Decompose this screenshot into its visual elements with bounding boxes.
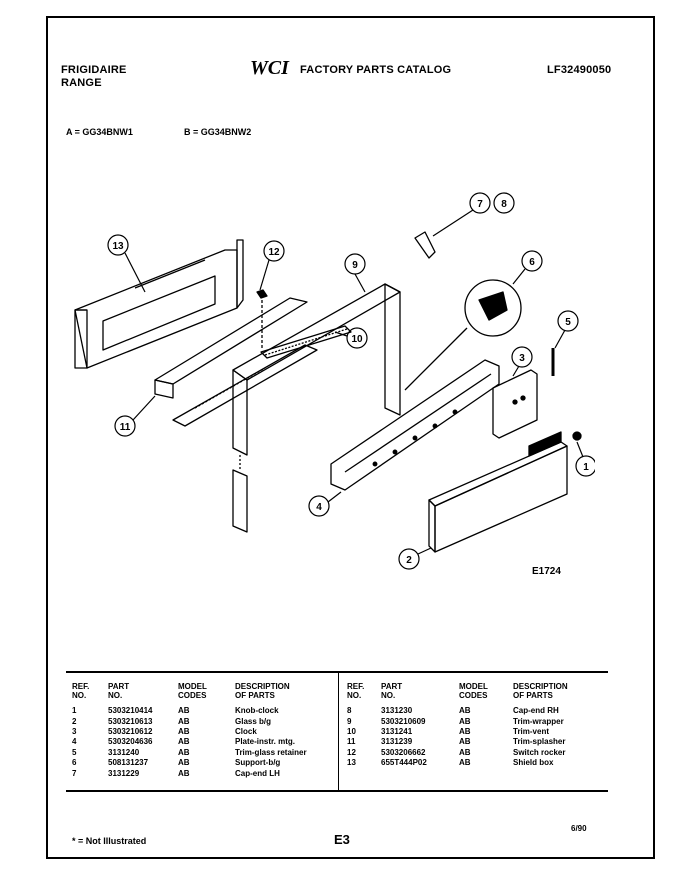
model-a: A = GG34BNW1 xyxy=(66,127,133,137)
callout-2-label: 2 xyxy=(406,555,412,566)
trim-vent-part xyxy=(260,325,352,359)
catalog-number: LF32490050 xyxy=(547,64,612,76)
callout-12-label: 12 xyxy=(268,247,280,258)
logo-text: WCI xyxy=(250,57,290,77)
switch-rocker-part xyxy=(256,289,268,350)
wci-logo: WCI xyxy=(250,57,290,77)
revision-date: 6/90 xyxy=(571,824,587,833)
callout-1-label: 1 xyxy=(583,462,589,473)
callout-8 xyxy=(493,192,515,214)
callout-12 xyxy=(263,240,285,262)
catalog-title: FACTORY PARTS CATALOG xyxy=(300,64,452,76)
col-ref: REF.NO. xyxy=(347,682,365,700)
diagram-code: E1724 xyxy=(532,566,561,577)
shield-box-part xyxy=(74,239,244,369)
clock-part xyxy=(492,369,538,439)
callout-7-label: 7 xyxy=(477,199,483,210)
table-bottom-rule xyxy=(66,790,608,792)
callout-1 xyxy=(575,455,595,477)
brand-name: FRIGIDAIRE xyxy=(61,64,127,76)
callout-8-label: 8 xyxy=(501,199,507,210)
callout-6-label: 6 xyxy=(529,257,535,268)
callout-13-label: 13 xyxy=(112,241,124,252)
model-b: B = GG34BNW2 xyxy=(184,127,252,137)
col-ref: REF.NO. xyxy=(72,682,90,700)
callout-3-label: 3 xyxy=(519,353,525,364)
page-frame xyxy=(46,16,655,859)
callout-9-label: 9 xyxy=(352,260,358,271)
plate-instr-mtg-part xyxy=(330,359,500,491)
callout-2 xyxy=(398,548,420,570)
not-illustrated-note: * = Not Illustrated xyxy=(72,836,147,846)
table-top-rule xyxy=(66,671,608,673)
table-divider xyxy=(338,672,339,790)
callout-3 xyxy=(511,346,533,368)
callout-5 xyxy=(557,310,579,332)
glass-bg-part xyxy=(428,431,568,553)
callout-10 xyxy=(346,327,368,349)
callout-10-label: 10 xyxy=(351,334,363,345)
callout-5-label: 5 xyxy=(565,317,571,328)
trim-splasher-part xyxy=(154,297,318,427)
callout-11 xyxy=(114,415,136,437)
callout-4 xyxy=(308,495,330,517)
cap-end-part xyxy=(414,231,436,259)
product-type: RANGE xyxy=(61,77,102,89)
brand-block: FRIGIDAIRE RANGE xyxy=(61,64,127,90)
trim-wrapper-part xyxy=(232,283,401,533)
knob-clock-part xyxy=(572,431,582,441)
callout-11-label: 11 xyxy=(120,422,131,433)
callout-7 xyxy=(469,192,491,214)
page-number: E3 xyxy=(334,832,350,847)
support-bg-part xyxy=(404,279,522,391)
exploded-parts-diagram: 13 12 9 10 7 8 6 5 3 1 4 2 11 xyxy=(74,192,595,570)
callout-13 xyxy=(107,234,129,256)
callout-4-label: 4 xyxy=(316,502,322,513)
callout-6 xyxy=(521,250,543,272)
